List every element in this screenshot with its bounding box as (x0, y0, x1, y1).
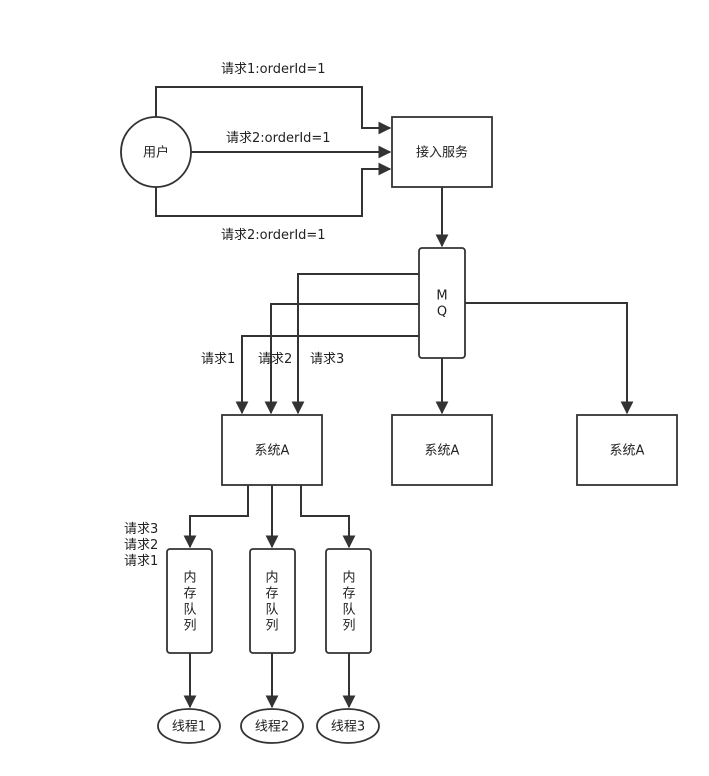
queue3-char-3: 队 (342, 603, 355, 618)
queue1-char-4: 列 (183, 619, 196, 634)
access-service-label: 接入服务 (416, 145, 468, 161)
queue3-char-1: 内 (342, 570, 355, 586)
thread-label-3: 线程3 (331, 720, 365, 735)
edge-mq-request3 (291, 273, 419, 415)
thread-node-2 (240, 708, 304, 744)
queue2-char-1: 内 (265, 570, 278, 586)
edge-request1-upper (155, 86, 392, 135)
mq-label-q: Q (437, 305, 447, 320)
system-node-3 (576, 414, 678, 486)
system-label-3: 系统A (610, 444, 645, 459)
system-node-2 (391, 414, 493, 486)
queue2-char-3: 队 (265, 603, 278, 618)
edge-mq-to-system3 (465, 302, 634, 415)
queue-stack-label-3: 请求1 (124, 554, 158, 569)
mq-label-m: M (436, 289, 447, 304)
queue-stack-label-1: 请求3 (124, 522, 158, 537)
queue3-char-2: 存 (342, 587, 355, 602)
queue1-char-3: 队 (183, 603, 196, 618)
access-service-node (391, 116, 493, 188)
edge-label-middle: 请求2:orderId=1 (226, 131, 331, 146)
edge-mq-request2 (264, 303, 419, 415)
edge-system-to-queue3 (300, 485, 356, 549)
edge-label-upper: 请求1:orderId=1 (221, 62, 326, 77)
user-label: 用户 (143, 145, 169, 161)
edge-mq-request1 (235, 335, 419, 415)
queue2-char-2: 存 (265, 587, 278, 602)
queue3-char-4: 列 (342, 619, 355, 634)
thread-label-2: 线程2 (255, 720, 289, 735)
system-label-2: 系统A (425, 444, 460, 459)
user-node (120, 116, 192, 188)
mq-request-label-3: 请求3 (310, 352, 344, 367)
queue1-char-1: 内 (183, 570, 196, 586)
queue2-char-4: 列 (265, 619, 278, 634)
thread-label-1: 线程1 (172, 720, 206, 735)
mq-request-label-2: 请求2 (258, 352, 292, 367)
mq-node (418, 247, 466, 359)
edge-label-lower: 请求2:orderId=1 (221, 228, 326, 243)
system-label-1: 系统A (255, 444, 290, 459)
queue1-char-2: 存 (183, 587, 196, 602)
mq-request-label-1: 请求1 (201, 352, 235, 367)
thread-node-3 (316, 708, 380, 744)
queue-stack-label-2: 请求2 (124, 538, 158, 553)
edge-system-to-queue1 (183, 485, 249, 549)
edge-request2-lower (155, 162, 392, 217)
thread-node-1 (157, 708, 221, 744)
